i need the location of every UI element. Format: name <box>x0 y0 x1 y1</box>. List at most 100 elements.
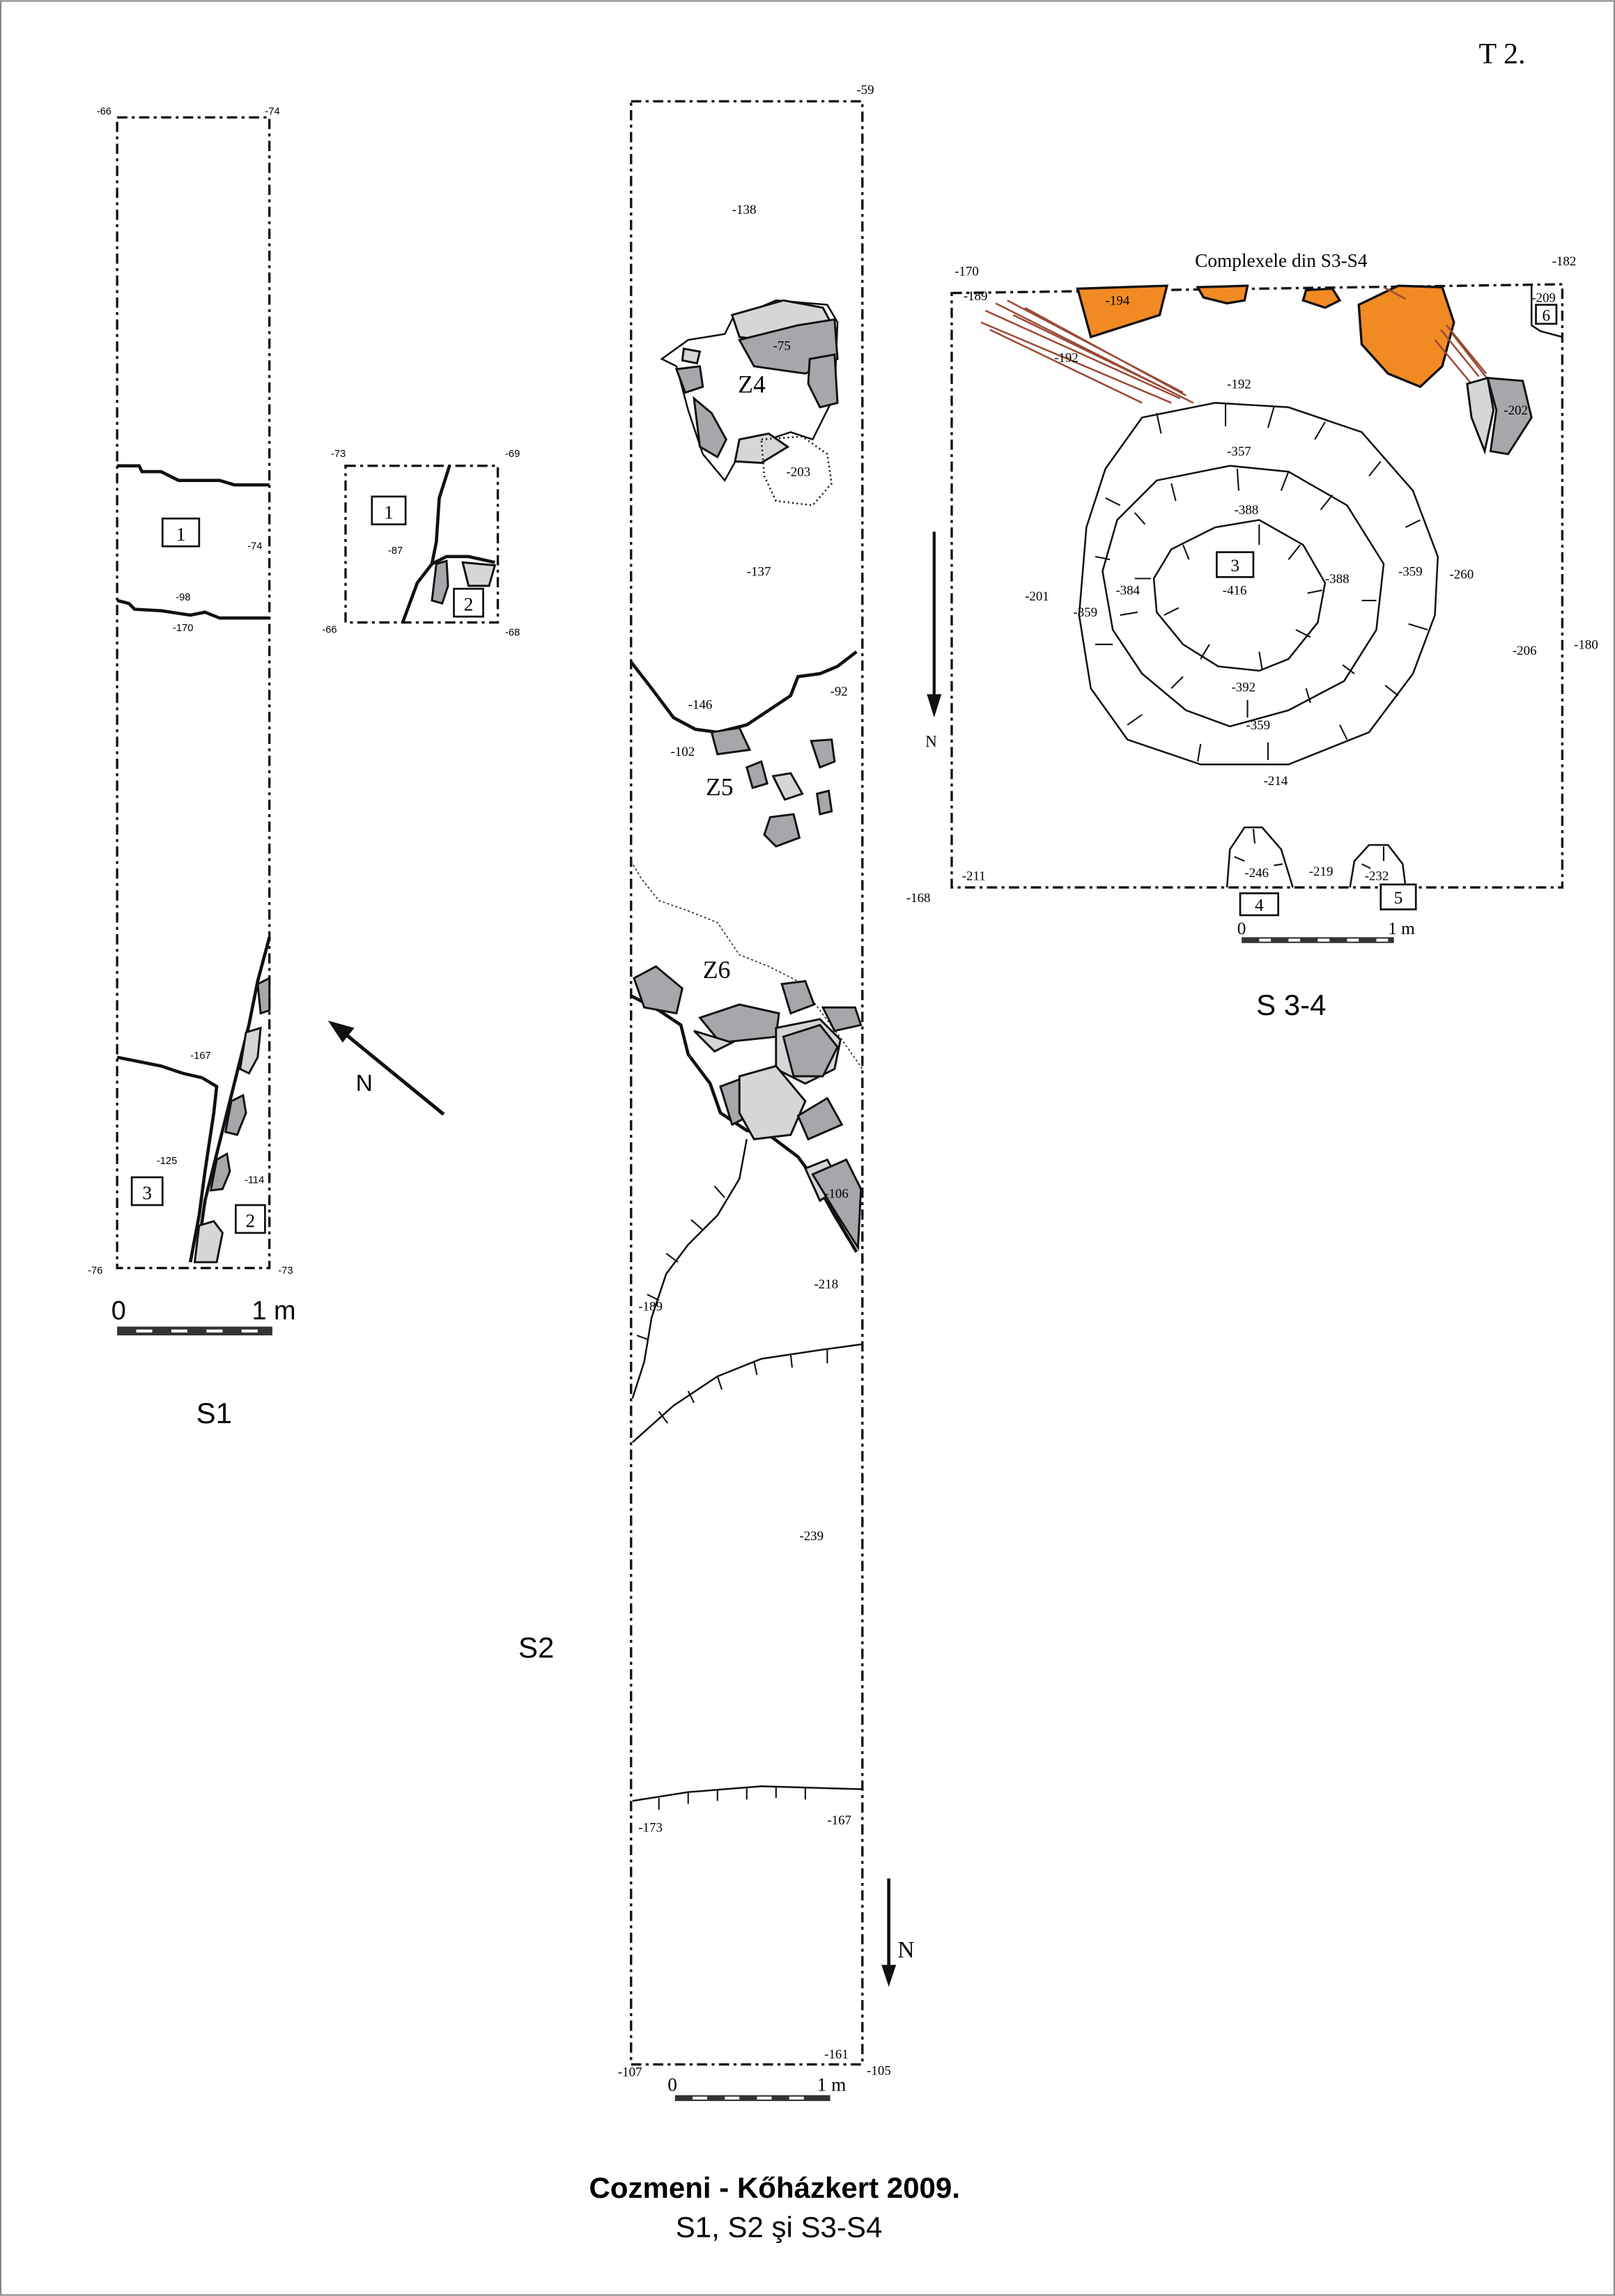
s34-label: S 3-4 <box>1256 988 1326 1021</box>
s2-label: S2 <box>518 1631 554 1663</box>
s34-box-label: 6 <box>1542 307 1550 325</box>
s34-level: -388 <box>1325 572 1350 587</box>
s34-level: -416 <box>1223 584 1247 598</box>
s34-level: -202 <box>1504 403 1528 418</box>
s2-level: -161 <box>824 2047 849 2062</box>
s2-level: -137 <box>747 564 771 579</box>
s34-title: Complexele din S3-S4 <box>1195 250 1368 271</box>
s1-level: -66 <box>97 106 111 117</box>
s34-level: -209 <box>1531 290 1556 305</box>
s34-level: -219 <box>1309 864 1334 879</box>
s34-scale-end: 1 m <box>1388 920 1415 938</box>
inset-level: -68 <box>505 627 520 638</box>
burnt-clay-feature <box>1076 284 1169 339</box>
s34-level: -192 <box>1227 377 1251 391</box>
s1-level: -74 <box>265 106 279 117</box>
inset-box-label: 1 <box>384 502 394 522</box>
s1-level: -167 <box>190 1050 210 1062</box>
s34-box-label: 4 <box>1255 897 1264 915</box>
s2-level: -105 <box>867 2063 891 2078</box>
s2-level: -106 <box>824 1186 849 1201</box>
s2-level: -138 <box>732 203 757 217</box>
feature-label: Z4 <box>738 371 766 398</box>
s34-level: -194 <box>1106 294 1130 309</box>
burnt-clay-feature <box>1301 287 1342 309</box>
north-arrow-icon <box>881 1878 897 1987</box>
s34-level: -359 <box>1246 718 1270 733</box>
s1-scale-bar <box>117 1326 272 1335</box>
s2-level: -167 <box>827 1813 851 1828</box>
s1-level: -74 <box>247 541 262 552</box>
feature-label: Z6 <box>703 956 731 984</box>
s1-label: S1 <box>196 1397 232 1429</box>
section-s34: Complexele din S3-S4 6 <box>906 250 1598 1021</box>
north-arrow-icon <box>327 1021 445 1116</box>
burnt-clay-feature <box>1357 284 1455 389</box>
s34-level: -357 <box>1227 444 1251 459</box>
plate-label: T 2. <box>1479 38 1526 70</box>
s1-scale-start: 0 <box>111 1296 126 1326</box>
s2-level: -59 <box>856 83 874 98</box>
charred-wood <box>980 286 1490 404</box>
s1-level: -98 <box>176 592 190 603</box>
s34-north-label: N <box>925 732 937 750</box>
s1-level: -114 <box>245 1174 264 1186</box>
s2-level: -218 <box>814 1278 838 1292</box>
s2-level: -239 <box>799 1529 824 1544</box>
s34-level: -168 <box>906 891 931 906</box>
s2-level: -189 <box>638 1299 663 1314</box>
s2-level: -75 <box>773 339 791 354</box>
s1-level: -76 <box>88 1266 102 1277</box>
s2-level: -203 <box>787 465 811 479</box>
caption-title: Cozmeni - Kőházkert 2009. <box>589 2171 960 2204</box>
s1-box-label: 2 <box>246 1210 256 1231</box>
s34-level: -246 <box>1244 866 1269 881</box>
s2-north-label: N <box>897 1937 914 1963</box>
s2-level: -92 <box>830 685 848 699</box>
north-arrow-icon <box>927 532 942 718</box>
s2-level: -146 <box>688 698 713 713</box>
s34-level: -189 <box>964 289 988 304</box>
s34-level: -232 <box>1365 869 1389 883</box>
caption-subtitle: S1, S2 şi S3-S4 <box>676 2211 883 2244</box>
feature-label: Z5 <box>706 773 734 801</box>
s1-level: -170 <box>173 623 193 634</box>
inset-level: -87 <box>388 545 403 557</box>
s34-level: -201 <box>1025 589 1049 604</box>
s34-level: -260 <box>1450 568 1474 582</box>
s34-level: -170 <box>955 264 979 279</box>
s1-level: -125 <box>157 1156 177 1167</box>
section-s1: 1 3 2 -66 -74 -74 -98 -170 -167 -125 -11… <box>88 106 520 1429</box>
s34-level: -180 <box>1574 637 1598 652</box>
s34-box-label: 3 <box>1230 557 1239 575</box>
s2-scale-bar <box>674 2095 830 2102</box>
s2-scale-end: 1 m <box>817 2074 847 2095</box>
s34-level: -206 <box>1513 644 1537 658</box>
s34-scale-bar <box>1242 937 1394 943</box>
s1-level: -73 <box>278 1266 293 1277</box>
s2-level: -102 <box>671 745 695 759</box>
s34-level: -392 <box>1231 680 1255 695</box>
s34-level: -214 <box>1264 774 1288 789</box>
s1-north-label: N <box>356 1071 373 1096</box>
s2-level: -173 <box>638 1820 663 1835</box>
s34-level: -211 <box>962 869 986 883</box>
s34-level: -384 <box>1115 584 1140 598</box>
s1-box-label: 3 <box>142 1183 152 1204</box>
inset-level: -66 <box>322 624 337 635</box>
s34-level: -192 <box>1054 350 1079 365</box>
s34-level: -388 <box>1235 503 1259 518</box>
inset-level: -69 <box>505 449 520 460</box>
s34-box-label: 5 <box>1394 889 1403 908</box>
s1-box-label: 1 <box>176 524 186 545</box>
s34-level: -359 <box>1073 605 1097 620</box>
s34-level: -182 <box>1552 254 1577 269</box>
burnt-clay-feature <box>1196 284 1249 305</box>
inset-box-label: 2 <box>464 594 474 615</box>
section-s2: -59 -138 -75 -203 -137 -146 -92 -102 -10… <box>518 83 915 2102</box>
s2-level: -107 <box>618 2065 642 2079</box>
inset-level: -73 <box>331 449 346 460</box>
s34-scale-start: 0 <box>1237 920 1246 938</box>
s2-scale-start: 0 <box>667 2074 677 2095</box>
